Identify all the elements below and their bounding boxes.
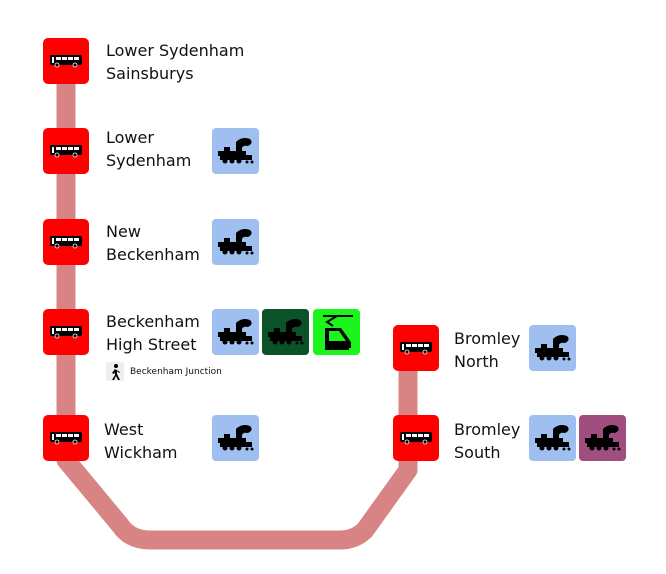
- steam-train-icon: [217, 138, 253, 164]
- stop-name: Bromley South: [454, 420, 521, 462]
- walking-person-icon: [106, 362, 124, 381]
- bus-icon: [50, 432, 82, 445]
- national-rail-badge[interactable]: [212, 415, 259, 461]
- walk-label: Beckenham Junction: [130, 366, 222, 377]
- bus-stop-lower-sydenham-sainsburys[interactable]: [43, 38, 89, 84]
- bus-icon: [50, 145, 82, 158]
- bus-icon: [50, 326, 82, 339]
- stop-name: Bromley North: [454, 329, 521, 371]
- bus-icon: [50, 55, 82, 68]
- walk-interchange[interactable]: Beckenham Junction: [106, 362, 222, 381]
- tram-badge[interactable]: [313, 309, 360, 355]
- stop-name: Lower Sydenham Sainsburys: [106, 41, 245, 83]
- steam-train-icon: [584, 425, 620, 451]
- steam-train-icon: [217, 319, 253, 345]
- bus-stop-west-wickham[interactable]: [43, 415, 89, 461]
- steam-train-icon: [217, 425, 253, 451]
- national-rail-badge[interactable]: [212, 309, 259, 355]
- national-rail-badge[interactable]: [212, 128, 259, 174]
- bus-stop-new-beckenham[interactable]: [43, 219, 89, 265]
- bus-stop-bromley-south[interactable]: [393, 415, 439, 461]
- steam-train-icon: [217, 229, 253, 255]
- bus-stop-bromley-north[interactable]: [393, 325, 439, 371]
- stop-name: New Beckenham: [106, 222, 200, 264]
- steam-train-icon: [534, 335, 570, 361]
- bus-icon: [400, 342, 432, 355]
- bus-stop-lower-sydenham[interactable]: [43, 128, 89, 174]
- bus-icon: [50, 236, 82, 249]
- national-rail-badge[interactable]: [212, 219, 259, 265]
- steam-train-icon: [267, 319, 303, 345]
- bus-icon: [400, 432, 432, 445]
- overground-badge[interactable]: [262, 309, 309, 355]
- stop-name: Lower Sydenham: [106, 128, 192, 170]
- stop-name: West Wickham: [104, 420, 178, 462]
- southeastern-badge[interactable]: [579, 415, 626, 461]
- national-rail-badge[interactable]: [529, 415, 576, 461]
- stop-name: Beckenham High Street: [106, 312, 200, 354]
- tram-icon: [322, 315, 353, 350]
- national-rail-badge[interactable]: [529, 325, 576, 371]
- steam-train-icon: [534, 425, 570, 451]
- bus-stop-beckenham-high-street[interactable]: [43, 309, 89, 355]
